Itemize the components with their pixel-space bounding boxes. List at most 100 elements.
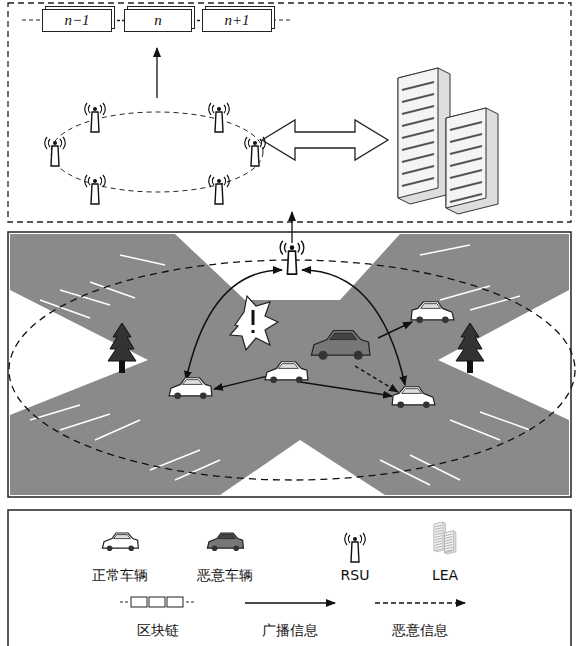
parking-line (420, 245, 470, 255)
server-slot (402, 142, 434, 150)
server-slot (450, 122, 482, 130)
block-label: n−1 (64, 12, 89, 29)
legend-text: LEA (430, 567, 460, 583)
rsu-pole (215, 184, 223, 204)
car-window (278, 364, 298, 369)
car-body (311, 331, 370, 356)
block: n+1 (202, 9, 272, 32)
car-icon (311, 331, 370, 360)
parking-line (60, 290, 110, 305)
car-wheel (270, 376, 277, 383)
car-icon (207, 533, 243, 551)
legend-text: 区块链 (135, 622, 181, 640)
server-slot (402, 94, 434, 102)
car-wheel (416, 316, 423, 323)
car-icon (411, 302, 454, 323)
rsu-pole (215, 112, 223, 132)
rsu-pole (251, 146, 259, 166)
rsu-waves (85, 103, 106, 115)
server-slot (445, 550, 452, 552)
rsu-waves (345, 533, 366, 545)
broadcast-arrow (302, 270, 405, 385)
rsu-icon (45, 137, 66, 166)
parking-line (380, 460, 430, 485)
car-window (182, 380, 202, 385)
rsu-dot (217, 179, 221, 183)
accident-burst (230, 296, 278, 350)
rsu-waves (45, 137, 66, 149)
chain-line (186, 602, 196, 603)
chain-link (192, 20, 202, 21)
server-slot (445, 534, 452, 536)
malicious-arrow (355, 366, 398, 392)
double-arrow (262, 120, 388, 160)
car-window (219, 535, 236, 539)
rsu-pole (91, 112, 99, 132)
car-wheel (442, 316, 449, 323)
server-side (446, 108, 498, 214)
server-side (434, 522, 445, 552)
server-front (434, 522, 443, 551)
server-slot (402, 82, 434, 90)
server-icon (398, 68, 498, 214)
server-front (398, 68, 438, 198)
server-slot (402, 178, 434, 186)
rsu-pole (91, 184, 99, 204)
car-wheel (212, 545, 218, 551)
car-wheel (174, 392, 181, 399)
middle-panel (8, 232, 571, 497)
car-wheel (397, 401, 404, 408)
legend-text: 恶意车辆 (195, 567, 255, 585)
server-slot (450, 194, 482, 202)
server-slot (435, 544, 442, 546)
rsu-waves (85, 175, 106, 187)
legend-text: RSU (339, 567, 372, 583)
rsu-waves (209, 103, 230, 115)
car-window (330, 333, 357, 340)
server-slot (445, 542, 452, 544)
car-icon (265, 362, 308, 383)
block-label: n+1 (224, 12, 249, 29)
sidewalk (220, 440, 385, 495)
chain-line (120, 602, 130, 603)
rsu-dot (290, 245, 295, 250)
top-panel (8, 3, 571, 222)
rsu-dot (93, 179, 97, 183)
rsu-pole (51, 146, 59, 166)
tree-icon (108, 323, 136, 373)
server-slot (435, 538, 442, 540)
car-icon (102, 533, 138, 551)
chain-line (272, 20, 292, 21)
car-body (265, 362, 308, 380)
legend-block (167, 597, 183, 607)
parking-line (120, 255, 165, 265)
rsu-ring (51, 112, 263, 192)
server-slot (450, 134, 482, 142)
block-label: n (154, 12, 162, 29)
server-slot (435, 541, 442, 543)
rsu-icon (245, 137, 266, 166)
legend-text: 广播信息 (260, 622, 320, 640)
car-window (402, 389, 422, 394)
car-window (114, 535, 131, 539)
chain-line (22, 20, 40, 21)
server-icon (434, 522, 456, 554)
rsu-dot (353, 537, 357, 541)
legend-text: 正常车辆 (90, 567, 150, 585)
server-slot (402, 154, 434, 162)
rsu-icon (280, 241, 304, 274)
server-slot (445, 547, 452, 549)
upload-arrow (291, 212, 292, 243)
parking-lines (30, 245, 530, 485)
rsu-icon (209, 103, 230, 132)
upload-arrow (156, 48, 157, 98)
sidewalk (438, 290, 569, 420)
car-icon (392, 387, 435, 408)
server-front (445, 531, 454, 553)
rsu-waves (280, 241, 304, 255)
rsu-pole (351, 542, 359, 562)
rsu-dot (217, 107, 221, 111)
server-slot (435, 536, 442, 538)
parking-line (95, 420, 140, 440)
